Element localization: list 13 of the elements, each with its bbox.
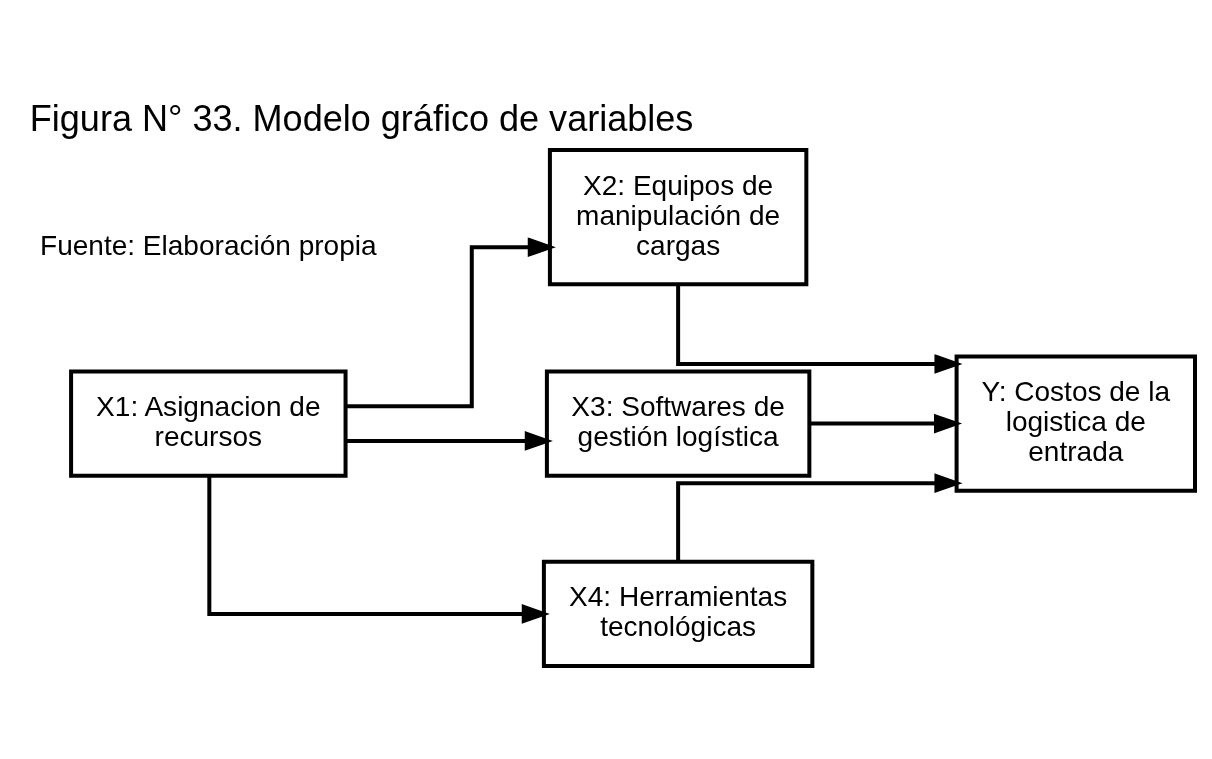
arrow: [676, 472, 963, 561]
diagram-title: Figura N° 33. Modelo gráfico de variables: [29, 97, 694, 139]
node-box: X4: Herramientas tecnológicas: [541, 559, 815, 668]
arrow: [207, 475, 550, 624]
caption: Fuente: Elaboración propia: [40, 229, 377, 261]
node-box: Y: Costos de la logistica de entrada: [954, 353, 1197, 493]
node-box: X2: Equipos de manipulación de cargas: [547, 147, 809, 286]
arrow: [809, 413, 963, 433]
arrow: [676, 284, 963, 374]
node-box: X3: Softwares de gestión logística: [544, 369, 812, 478]
arrow: [346, 236, 556, 408]
node-box: X1: Asignacion de recursos: [69, 369, 348, 478]
arrow: [346, 430, 553, 451]
